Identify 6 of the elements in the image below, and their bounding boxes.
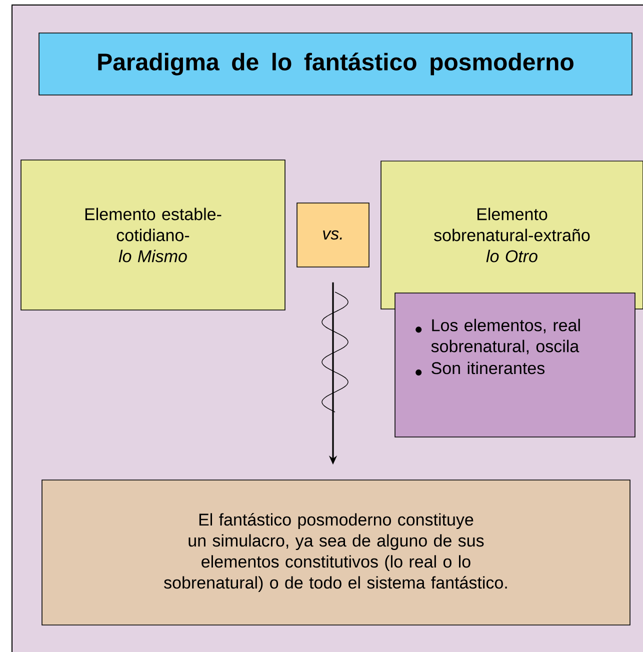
title-box: Paradigma de lo fantástico posmoderno: [38, 32, 632, 96]
text-box: El fantástico posmoderno constituye un simulacro, ya sea de alguno de sus elementos constitutivos (lo real o lo sobrenatural) o de todo el sistema fantástico.: [42, 480, 630, 626]
vs-box: vs.: [296, 202, 370, 268]
bullet-box: Los elementos, real sobrenatural, oscila Son itinerantes: [394, 292, 636, 438]
text-box: Elemento estable-cotidiano- lo Mismo: [20, 160, 286, 310]
text-box: Elemento sobrenatural-extraño lo Otro: [380, 160, 643, 310]
